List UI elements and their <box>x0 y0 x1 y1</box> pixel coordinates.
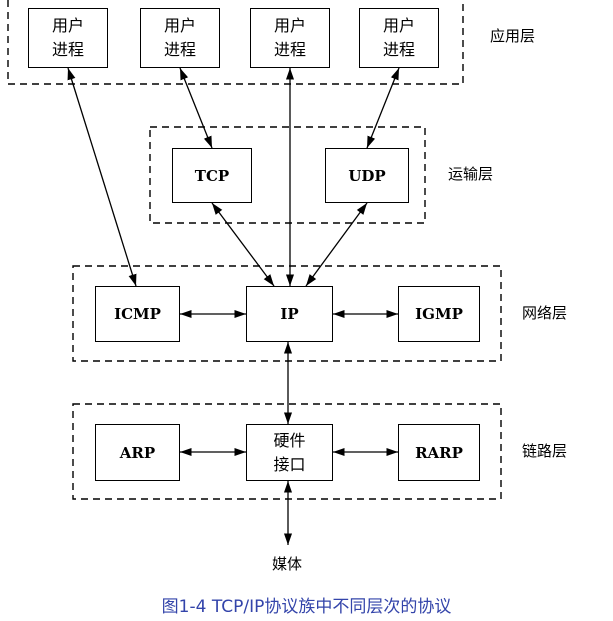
transport-layer-label: 运输层 <box>448 165 494 183</box>
hardware-interface-label: 硬件 接口 <box>273 430 306 474</box>
user-process-1: 用户 进程 <box>28 8 108 68</box>
udp-box: UDP <box>325 148 409 203</box>
arrow-tcp-ip <box>211 202 275 287</box>
tcp-label: TCP <box>194 166 230 185</box>
user-process-2: 用户 进程 <box>140 8 220 68</box>
tcp-box: TCP <box>172 148 252 203</box>
figure-caption: 图1-4 TCP/IP协议族中不同层次的协议 <box>161 597 452 617</box>
hardware-interface-box: 硬件 接口 <box>246 424 333 481</box>
ip-label: IP <box>280 305 299 323</box>
arp-box: ARP <box>95 424 180 481</box>
rarp-box: RARP <box>398 424 480 481</box>
igmp-box: IGMP <box>398 286 480 342</box>
user-process-4-label: 用户 进程 <box>382 16 415 59</box>
icmp-label: ICMP <box>114 305 161 323</box>
user-process-4: 用户 进程 <box>359 8 439 68</box>
network-layer-label: 网络层 <box>522 304 568 322</box>
udp-label: UDP <box>348 166 386 185</box>
link-layer-label: 链路层 <box>522 442 568 460</box>
application-layer-frame <box>7 0 464 85</box>
arrow-process4-udp <box>366 67 400 149</box>
icmp-box: ICMP <box>95 286 180 342</box>
user-process-2-label: 用户 进程 <box>163 16 196 59</box>
ip-box: IP <box>246 286 333 342</box>
media-label: 媒体 <box>272 555 303 573</box>
application-layer-label: 应用层 <box>490 27 536 45</box>
arrow-udp-ip <box>305 202 368 287</box>
arrow-process1-icmp <box>67 67 137 287</box>
user-process-1-label: 用户 进程 <box>51 16 84 59</box>
igmp-label: IGMP <box>415 305 463 323</box>
arrow-process2-tcp <box>179 67 213 149</box>
rarp-label: RARP <box>415 443 463 462</box>
user-process-3-label: 用户 进程 <box>273 16 306 59</box>
user-process-3: 用户 进程 <box>250 8 330 68</box>
arp-label: ARP <box>119 443 156 462</box>
